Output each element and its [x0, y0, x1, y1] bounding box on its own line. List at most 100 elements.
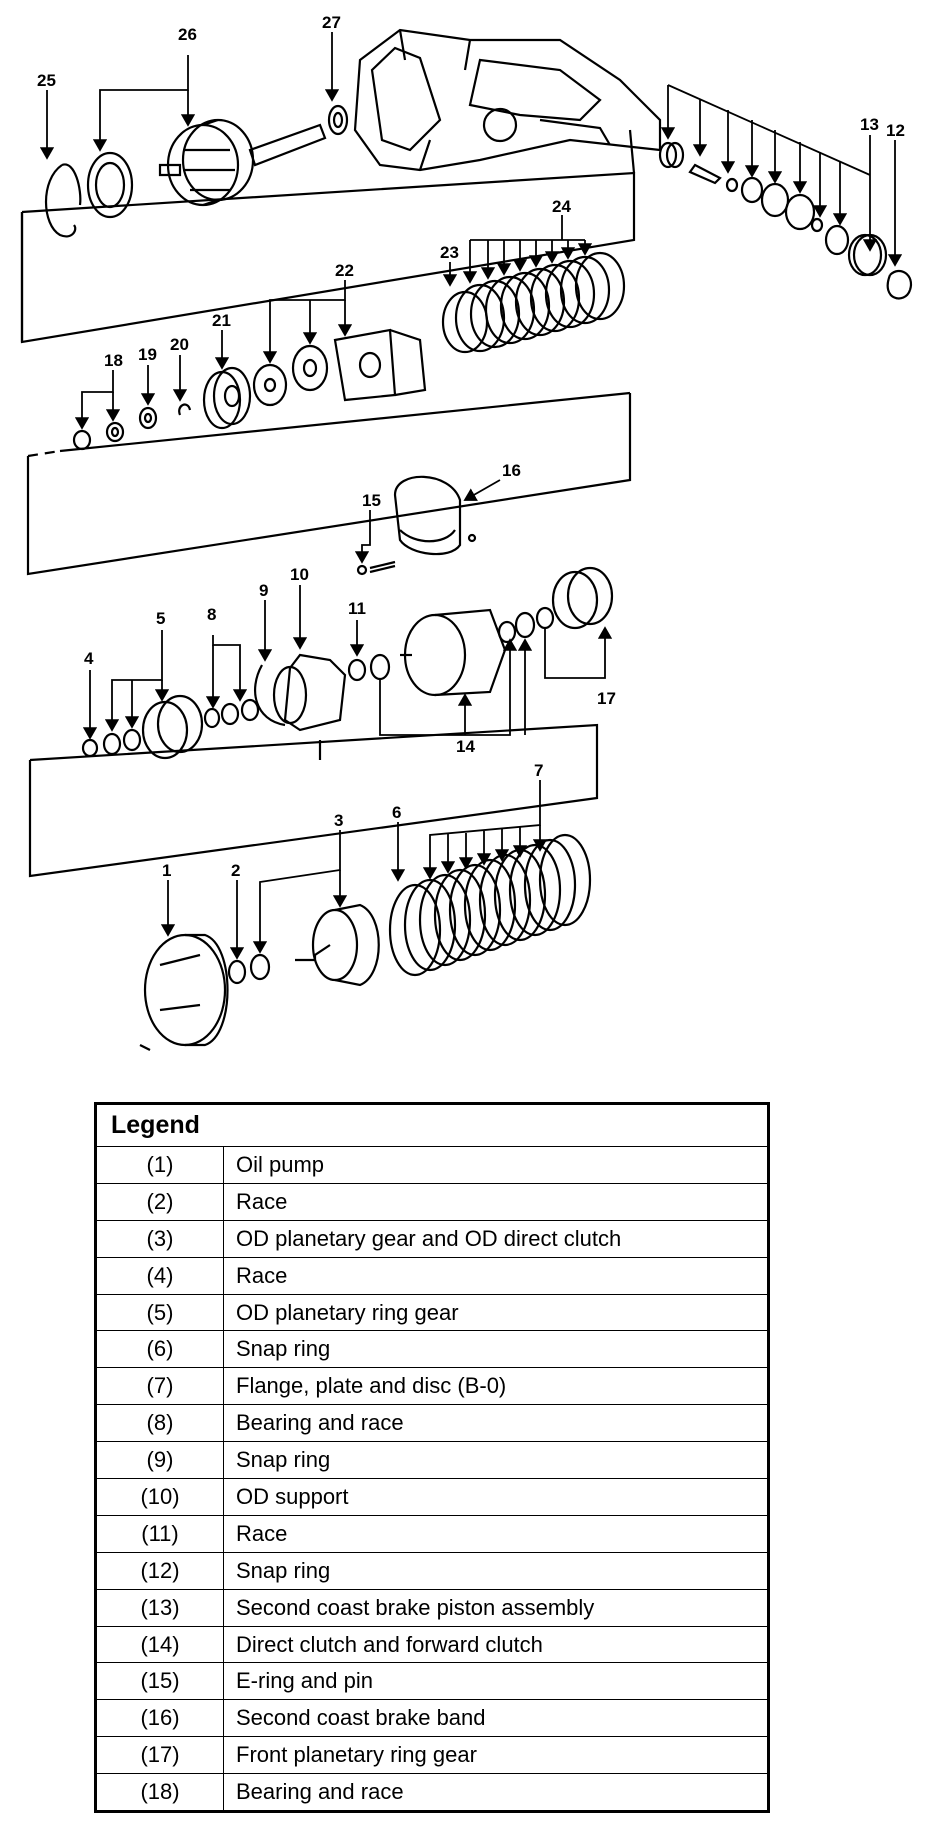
legend-row: (16)Second coast brake band [95, 1699, 769, 1738]
part-15-e-ring-pin [356, 560, 396, 576]
legend-description: Bearing and race [223, 1404, 769, 1443]
legend-description: Race [223, 1514, 769, 1553]
legend-number: (3) [95, 1219, 224, 1258]
part-22-carrier [252, 328, 427, 407]
callout-4: 4 [84, 649, 94, 668]
transmission-case [353, 28, 662, 172]
part-26-shaft-gear [158, 118, 327, 207]
legend-row: (8)Bearing and race [95, 1404, 769, 1443]
legend-number: (10) [95, 1478, 224, 1516]
legend-number: (17) [95, 1736, 224, 1775]
callout-21: 21 [212, 311, 231, 330]
callout-17: 17 [597, 689, 616, 708]
legend-row: (10)OD support [95, 1478, 769, 1516]
callout-9: 9 [259, 581, 268, 600]
callout-27: 27 [322, 13, 341, 32]
callout-14: 14 [456, 737, 475, 756]
legend-number: (8) [95, 1404, 224, 1443]
legend-description: OD support [223, 1478, 769, 1516]
callout-25: 25 [37, 71, 56, 90]
legend-number: (15) [95, 1662, 224, 1701]
callout-24: 24 [552, 197, 571, 216]
callout-8: 8 [207, 605, 216, 624]
legend-number: (7) [95, 1367, 224, 1406]
legend-description: Oil pump [223, 1146, 769, 1184]
legend-row: (2)Race [95, 1182, 769, 1221]
callout-15: 15 [362, 491, 381, 510]
legend-number: (2) [95, 1182, 224, 1221]
part-26-thrust-washer [86, 151, 134, 219]
legend-description: Direct clutch and forward clutch [223, 1625, 769, 1664]
part-13-piston-assembly [658, 141, 913, 300]
legend-description: Second coast brake band [223, 1699, 769, 1738]
legend-description: Front planetary ring gear [223, 1736, 769, 1775]
legend-title: Legend [95, 1103, 769, 1147]
legend-number: (16) [95, 1699, 224, 1738]
legend-description: Snap ring [223, 1551, 769, 1590]
callout-2: 2 [231, 861, 240, 880]
callout-numbers: 1 2 3 4 5 6 7 8 9 10 11 12 13 14 15 16 1… [37, 13, 905, 880]
callout-13: 13 [860, 115, 879, 134]
legend-description: OD planetary gear and OD direct clutch [223, 1219, 769, 1258]
legend-row: (4)Race [95, 1256, 769, 1295]
legend-number: (18) [95, 1773, 224, 1813]
legend-row: (6)Snap ring [95, 1330, 769, 1369]
part-23-24-clutch-stack [441, 251, 626, 354]
legend-description: Flange, plate and disc (B-0) [223, 1367, 769, 1406]
part-2-race [227, 953, 271, 985]
legend-row: (9)Snap ring [95, 1441, 769, 1480]
part-3-od-planetary [295, 903, 380, 987]
parts-4-11-row [81, 653, 391, 760]
callout-16: 16 [502, 461, 521, 480]
legend-number: (4) [95, 1256, 224, 1295]
legend-row: (3)OD planetary gear and OD direct clutc… [95, 1219, 769, 1258]
legend-description: Race [223, 1256, 769, 1295]
parts-6-7-plate-stack [388, 833, 592, 977]
legend-row: (13)Second coast brake piston assembly [95, 1588, 769, 1627]
part-1-oil-pump [139, 933, 229, 1051]
part-25-snap-ring [44, 163, 82, 238]
legend-table: Legend (1)Oil pump (2)Race (3)OD planeta… [94, 1102, 770, 1814]
callout-6: 6 [392, 803, 401, 822]
callout-3: 3 [334, 811, 343, 830]
legend-number: (12) [95, 1551, 224, 1590]
callout-5: 5 [156, 609, 165, 628]
legend-description: OD planetary ring gear [223, 1293, 769, 1332]
callout-18: 18 [104, 351, 123, 370]
callout-1: 1 [162, 861, 171, 880]
legend-number: (1) [95, 1146, 224, 1184]
legend-row: (5)OD planetary ring gear [95, 1293, 769, 1332]
parts-18-21-small [72, 366, 252, 451]
legend-row: (11)Race [95, 1514, 769, 1553]
legend-row: (12)Snap ring [95, 1551, 769, 1590]
legend-number: (11) [95, 1514, 224, 1553]
legend-description: E-ring and pin [223, 1662, 769, 1701]
callout-26: 26 [178, 25, 197, 44]
legend-description: Snap ring [223, 1441, 769, 1480]
part-16-brake-band [393, 475, 477, 556]
legend-number: (9) [95, 1441, 224, 1480]
legend-header-row: Legend [95, 1103, 769, 1147]
callout-22: 22 [335, 261, 354, 280]
legend-number: (5) [95, 1293, 224, 1332]
part-27-ring [327, 104, 349, 136]
callout-20: 20 [170, 335, 189, 354]
legend-row: (14)Direct clutch and forward clutch [95, 1625, 769, 1664]
legend-row: (18)Bearing and race [95, 1773, 769, 1813]
callout-10: 10 [290, 565, 309, 584]
callout-7: 7 [534, 761, 543, 780]
callout-12: 12 [886, 121, 905, 140]
legend-description: Snap ring [223, 1330, 769, 1369]
legend-number: (14) [95, 1625, 224, 1664]
legend-description: Bearing and race [223, 1773, 769, 1813]
part-14-clutch-drum [400, 566, 614, 697]
legend-number: (13) [95, 1588, 224, 1627]
callout-11: 11 [348, 599, 366, 618]
group-boundary-lines [20, 129, 636, 878]
legend-row: (17)Front planetary ring gear [95, 1736, 769, 1775]
legend-row: (15)E-ring and pin [95, 1662, 769, 1701]
exploded-view-diagram: 1 2 3 4 5 6 7 8 9 10 11 12 13 14 15 16 1… [20, 13, 913, 1051]
callout-23: 23 [440, 243, 459, 262]
legend-row: (1)Oil pump [95, 1146, 769, 1184]
callout-19: 19 [138, 345, 157, 364]
